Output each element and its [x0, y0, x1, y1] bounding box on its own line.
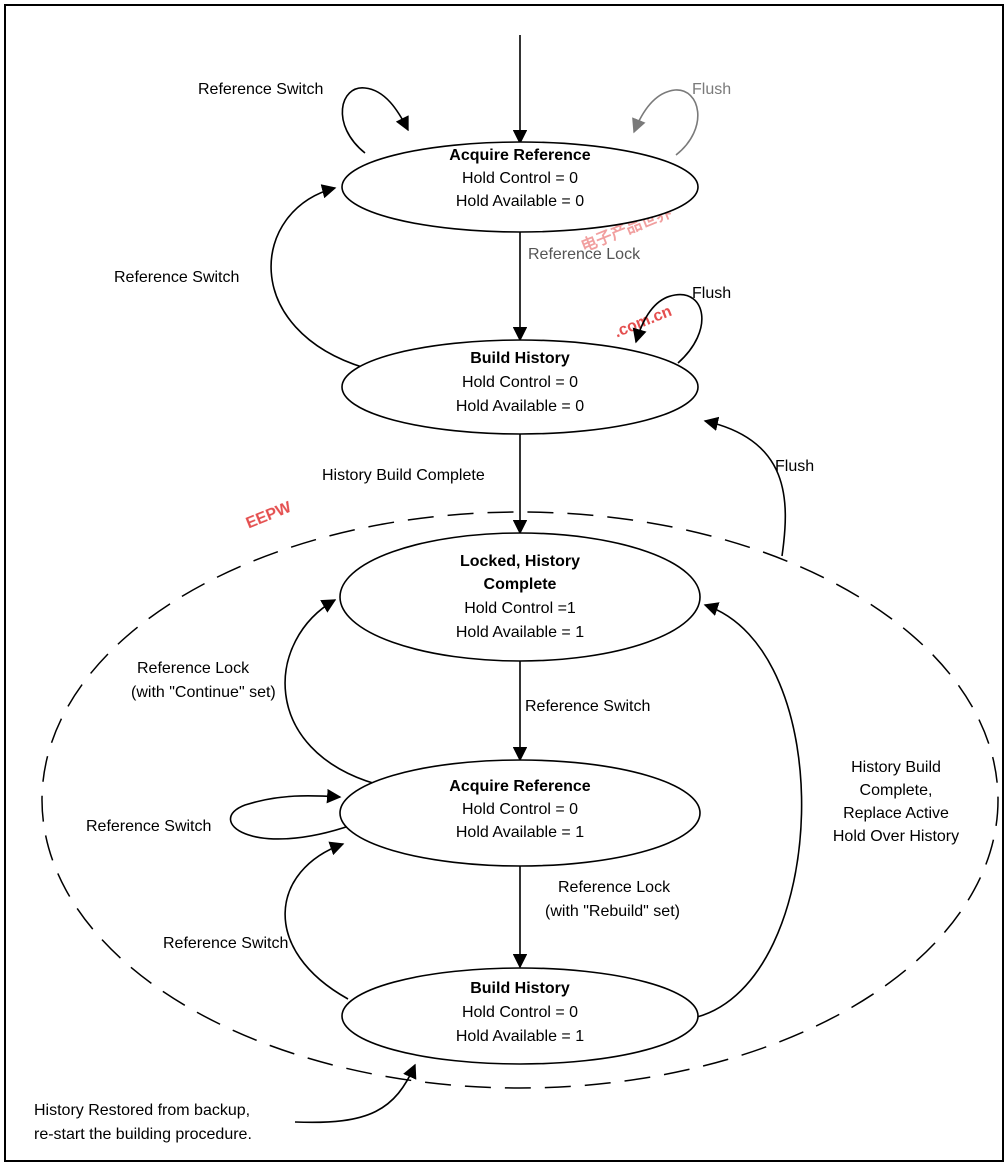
label-ref-switch-build-back: Reference Switch: [163, 935, 288, 952]
state-hold-control: Hold Control = 0: [462, 374, 578, 391]
state-hold-control: Hold Control = 0: [462, 801, 578, 818]
label-replace-4: Hold Over History: [833, 828, 959, 845]
label-history-build-complete: History Build Complete: [322, 467, 485, 484]
flush-return-arrow: [703, 416, 787, 557]
label-replace-3: Replace Active: [843, 805, 949, 822]
state-title: Build History: [470, 350, 570, 367]
ref-switch-build-back-arrow: [284, 841, 349, 1000]
state-title-line2: Complete: [484, 576, 557, 593]
state-build-history-2: Build History Hold Control = 0 Hold Avai…: [341, 967, 699, 1065]
state-title: Acquire Reference: [449, 147, 590, 164]
history-restored-arrow: [294, 1063, 417, 1124]
label-replace-1: History Build: [851, 759, 941, 776]
label-ref-lock-continue-1: Reference Lock: [137, 660, 250, 677]
label-ref-switch-self-top: Reference Switch: [198, 81, 323, 98]
label-restored-2: re-start the building procedure.: [34, 1126, 252, 1143]
label-ref-lock-top: Reference Lock: [528, 246, 641, 263]
state-hold-available: Hold Available = 1: [456, 624, 584, 641]
label-ref-switch-self-bottom: Reference Switch: [86, 818, 211, 835]
state-hold-available: Hold Available = 0: [456, 398, 584, 415]
state-acquire-reference-2: Acquire Reference Hold Control = 0 Hold …: [339, 759, 701, 867]
state-hold-available: Hold Available = 0: [456, 193, 584, 210]
hold-region-boundary: [41, 511, 999, 1089]
label-ref-lock-rebuild-2: (with "Rebuild" set): [545, 903, 680, 920]
label-ref-lock-rebuild-1: Reference Lock: [558, 879, 671, 896]
state-hold-available: Hold Available = 1: [456, 824, 584, 841]
state-hold-available: Hold Available = 1: [456, 1028, 584, 1045]
label-flush-self-top: Flush: [692, 81, 731, 98]
state-hold-control: Hold Control = 0: [462, 1004, 578, 1021]
label-flush-return: Flush: [775, 458, 814, 475]
label-ref-switch-locked: Reference Switch: [525, 698, 650, 715]
flush-self-loop-build: [632, 293, 703, 364]
watermark-latin: EEPW: [244, 499, 295, 533]
ref-lock-continue-arrow: [284, 599, 377, 785]
label-flush-self-build: Flush: [692, 285, 731, 302]
diagram-frame: [4, 4, 1004, 1162]
state-hold-control: Hold Control = 0: [462, 170, 578, 187]
state-acquire-reference-1: Acquire Reference Hold Control = 0 Hold …: [341, 141, 699, 233]
ref-switch-self-loop-bottom: [229, 788, 353, 840]
state-build-history-1: Build History Hold Control = 0 Hold Avai…: [341, 339, 699, 435]
flush-self-loop-top: [632, 89, 699, 156]
label-ref-switch-back-top: Reference Switch: [114, 269, 239, 286]
state-title-line1: Locked, History: [460, 553, 580, 570]
ref-switch-back-arrow-top: [270, 184, 366, 369]
state-hold-control: Hold Control =1: [464, 600, 576, 617]
ref-switch-self-loop-top: [341, 87, 409, 154]
state-locked-history-complete: Locked, History Complete Hold Control =1…: [339, 532, 701, 662]
state-title: Build History: [470, 980, 570, 997]
label-replace-2: Complete,: [860, 782, 933, 799]
state-title: Acquire Reference: [449, 778, 590, 795]
replace-history-arrow: [696, 602, 803, 1018]
label-restored-1: History Restored from backup,: [34, 1102, 250, 1119]
label-ref-lock-continue-2: (with "Continue" set): [131, 684, 276, 701]
